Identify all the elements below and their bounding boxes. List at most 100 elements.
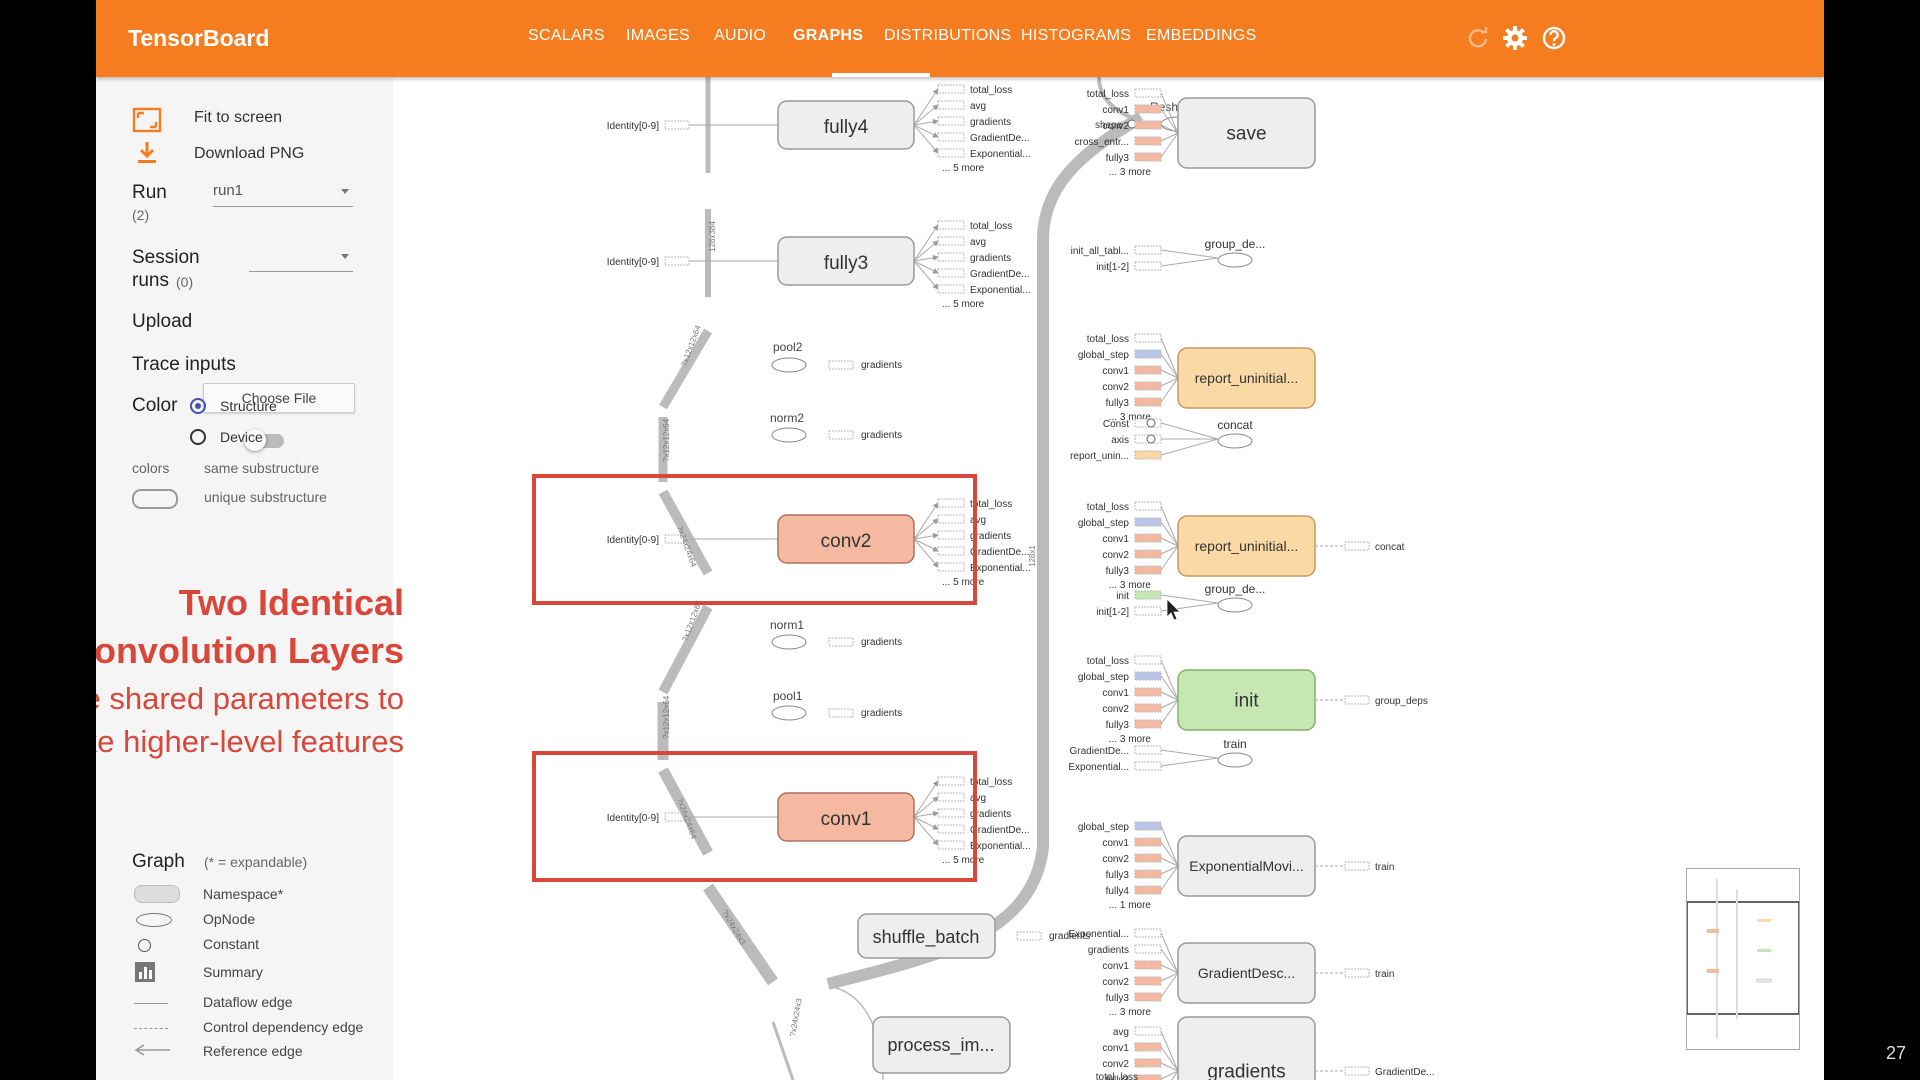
constant-node[interactable] xyxy=(1146,418,1156,428)
aux-edge xyxy=(913,118,939,126)
tab-histograms[interactable]: HISTOGRAMS xyxy=(1021,27,1132,44)
tab-images[interactable]: IMAGES xyxy=(626,27,691,44)
edge-label: ?x24x24x3 xyxy=(788,997,804,1037)
graph-minimap[interactable] xyxy=(1686,868,1800,1050)
aux-label: gradients xyxy=(970,253,1011,264)
tab-embeddings[interactable]: EMBEDDINGS xyxy=(1146,27,1257,44)
op-norm2[interactable]: norm2 xyxy=(770,411,807,443)
input-chip xyxy=(1134,745,1162,755)
colors-label: colors xyxy=(132,460,170,476)
input-label: conv2 xyxy=(1102,704,1129,715)
input-edge xyxy=(1160,369,1179,379)
help-icon[interactable] xyxy=(1540,24,1568,52)
download-png-button[interactable]: Download PNG xyxy=(194,145,305,162)
right-node-2[interactable]: total_lossglobal_stepconv1conv2fully3...… xyxy=(1078,333,1316,423)
tab-distributions[interactable]: DISTRIBUTIONS xyxy=(884,27,1012,44)
op-ellipse[interactable] xyxy=(1217,752,1253,768)
right-node-5[interactable]: initinit[1-2]group_de... xyxy=(1096,582,1265,618)
color-structure-radio[interactable] xyxy=(190,398,206,414)
aux-edge xyxy=(913,816,939,830)
mouse-cursor-icon xyxy=(1166,598,1181,621)
identity-label: Identity[0-9] xyxy=(607,121,659,132)
right-node-4[interactable]: total_lossglobal_stepconv1conv2fully3...… xyxy=(1078,501,1405,591)
fit-to-screen-button[interactable]: Fit to screen xyxy=(194,109,283,126)
run-select[interactable]: run1 xyxy=(213,182,353,207)
input-edge xyxy=(1160,438,1219,456)
aux-edge xyxy=(913,224,939,262)
tab-scalars[interactable]: SCALARS xyxy=(528,27,605,44)
op-norm1[interactable]: norm1 xyxy=(770,618,807,650)
right-column-nodes[interactable]: total_lossconv1conv2cross_entr...fully3.… xyxy=(1068,88,1434,1080)
op-pool2[interactable]: pool2 xyxy=(771,340,807,373)
input-label: conv1 xyxy=(1102,366,1129,377)
color-device-radio[interactable] xyxy=(190,429,206,445)
node-box[interactable] xyxy=(1177,347,1316,409)
op-ellipse[interactable] xyxy=(1217,252,1253,268)
input-label: fully3 xyxy=(1106,720,1130,731)
input-label: global_step xyxy=(1078,672,1130,683)
input-edge xyxy=(1160,691,1179,701)
input-chip xyxy=(1134,501,1162,511)
constant-node[interactable] xyxy=(1146,434,1156,444)
tab-graphs[interactable]: GRAPHS xyxy=(793,27,864,44)
input-label: GradientDe... xyxy=(1070,746,1129,757)
node-fully3[interactable]: fully3 xyxy=(777,236,915,286)
edge-label: ?x12x12x64 xyxy=(662,418,671,462)
download-icon[interactable] xyxy=(134,140,160,166)
right-node-0[interactable]: total_lossconv1conv2cross_entr...fully3.… xyxy=(1075,88,1316,178)
choose-file-button[interactable]: Choose File xyxy=(203,383,355,413)
session-runs-select[interactable] xyxy=(249,247,353,272)
op-ellipse[interactable] xyxy=(1217,433,1253,449)
input-edge xyxy=(1160,825,1179,867)
right-node-9[interactable]: Exponential...gradientsconv1conv2fully3.… xyxy=(1068,928,1394,1018)
edge-label: ?x24x24x3 xyxy=(720,909,747,947)
right-node-6[interactable]: total_lossglobal_stepconv1conv2fully3...… xyxy=(1078,655,1428,745)
op-pool1[interactable]: pool1 xyxy=(771,689,807,721)
fit-to-screen-icon[interactable] xyxy=(132,107,162,133)
aux-label: GradientDe... xyxy=(970,133,1029,144)
input-edge xyxy=(1160,377,1179,403)
input-label: conv1 xyxy=(1102,105,1129,116)
right-node-7[interactable]: GradientDe...Exponential...train xyxy=(1068,737,1253,773)
main-nodes[interactable]: fully4 fully3 conv2 conv1 shuffle_batch xyxy=(777,100,1011,1074)
op-ellipse[interactable] xyxy=(1217,597,1253,613)
unique-substructure-label: unique substructure xyxy=(204,489,327,505)
node-conv1[interactable]: conv1 xyxy=(777,792,915,842)
input-chip xyxy=(1134,944,1162,954)
input-label: fully3 xyxy=(1106,566,1130,577)
right-node-10[interactable]: avgconv1conv2fully3fully4... 7 moregradi… xyxy=(1102,1016,1434,1080)
node-conv2[interactable]: conv2 xyxy=(777,514,915,564)
refresh-icon[interactable] xyxy=(1464,24,1492,52)
right-node-1[interactable]: init_all_tabl...init[1-2]group_de... xyxy=(1071,237,1266,273)
input-chip xyxy=(1134,533,1162,543)
op-nodes[interactable]: pool2 norm2 norm1 pool1 Reshape xyxy=(770,100,1198,721)
node-label: init xyxy=(1234,691,1259,712)
node-box[interactable] xyxy=(1177,97,1316,169)
input-label: global_step xyxy=(1078,822,1130,833)
node-label: GradientDesc... xyxy=(1198,965,1295,981)
input-label: conv2 xyxy=(1102,382,1129,393)
graph-canvas[interactable]: 128x384 ?x12x12x64 ?x12x12x64 ?x24x24x64… xyxy=(393,77,1824,1080)
aux-chip xyxy=(937,514,965,524)
node-process-im[interactable]: process_im... xyxy=(872,1016,1011,1074)
identity-label: Identity[0-9] xyxy=(607,535,659,546)
aux-edge xyxy=(913,240,939,262)
input-chip xyxy=(1134,606,1162,616)
edge-label: ?x12x12x64 xyxy=(662,695,671,739)
tab-audio[interactable]: AUDIO xyxy=(714,27,767,44)
node-fully4[interactable]: fully4 xyxy=(777,100,915,150)
node-label: report_uninitial... xyxy=(1195,370,1299,386)
gear-icon[interactable] xyxy=(1501,24,1529,52)
aux-chip xyxy=(937,268,965,278)
graph-svg[interactable]: 128x384 ?x12x12x64 ?x12x12x64 ?x24x24x64… xyxy=(393,77,1824,1080)
node-label: report_uninitial... xyxy=(1195,538,1299,554)
svg-text:fully4: fully4 xyxy=(824,117,869,138)
node-shuffle-batch[interactable]: shuffle_batch xyxy=(857,913,996,959)
control-edge-legend-icon xyxy=(134,1028,168,1029)
input-chip xyxy=(1134,365,1162,375)
toggle-knob[interactable] xyxy=(244,429,266,451)
legend-opnode: OpNode xyxy=(203,911,256,927)
namespace-legend-icon xyxy=(134,885,180,903)
